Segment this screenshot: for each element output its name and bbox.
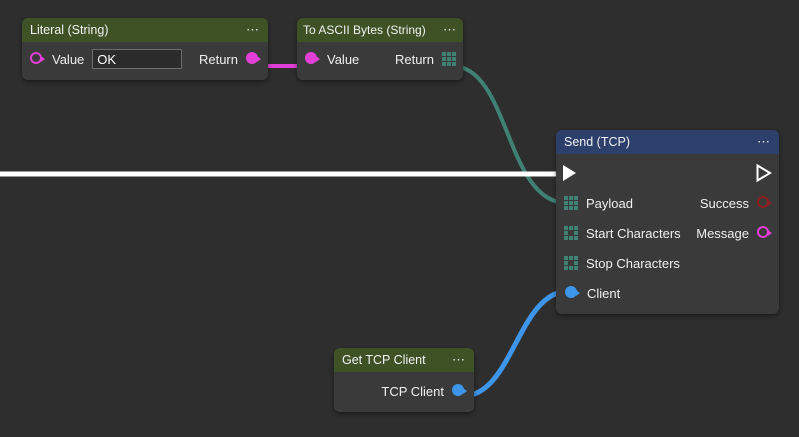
node-header[interactable]: To ASCII Bytes (String) ⋯	[297, 18, 463, 42]
circle-filled-port[interactable]	[452, 384, 467, 398]
more-options-icon[interactable]: ⋯	[452, 352, 466, 367]
node-body: TCP Client	[334, 372, 474, 412]
port-label: Return	[394, 51, 434, 67]
value-input[interactable]	[92, 49, 183, 69]
node-body: Value Return	[297, 42, 463, 80]
port-label: Message	[696, 225, 749, 241]
grid-array-port-hollow[interactable]	[564, 256, 578, 270]
circle-filled-port[interactable]	[565, 286, 580, 300]
node-row: TCP Client	[334, 376, 474, 406]
node-row: Start Characters Message	[556, 218, 779, 248]
node-title: Get TCP Client	[342, 353, 426, 367]
port-label: Stop Characters	[586, 255, 680, 271]
circle-filled-port[interactable]	[305, 52, 320, 66]
port-label: Value	[52, 51, 85, 67]
port-label: Client	[587, 285, 621, 301]
node-title: To ASCII Bytes (String)	[303, 23, 426, 37]
node-header[interactable]: Send (TCP) ⋯	[556, 130, 779, 154]
node-send-tcp[interactable]: Send (TCP) ⋯	[556, 130, 779, 314]
wire-client-to-send	[462, 288, 570, 399]
node-header[interactable]: Literal (String) ⋯	[22, 18, 268, 42]
node-row: Value Return	[22, 44, 268, 74]
more-options-icon[interactable]: ⋯	[443, 22, 457, 37]
grid-array-port-hollow[interactable]	[564, 226, 578, 240]
port-label: Success	[699, 195, 749, 211]
node-row: Value Return	[297, 44, 463, 74]
node-body: Payload Success Start Characters Message	[556, 154, 779, 314]
circle-hollow-port[interactable]	[30, 52, 45, 66]
circle-hollow-port[interactable]	[757, 226, 772, 240]
exec-arrow-hollow-icon[interactable]	[755, 163, 773, 183]
port-label: TCP Client	[381, 383, 444, 399]
node-header[interactable]: Get TCP Client ⋯	[334, 348, 474, 372]
node-exec-row	[556, 158, 779, 188]
node-row: Payload Success	[556, 188, 779, 218]
port-label: Value	[327, 51, 360, 67]
wire-ascii-to-payload	[451, 64, 568, 205]
grid-array-port-filled[interactable]	[564, 196, 578, 210]
more-options-icon[interactable]: ⋯	[246, 22, 260, 37]
node-row: Stop Characters	[556, 248, 779, 278]
node-literal-string[interactable]: Literal (String) ⋯ Value Return	[22, 18, 268, 80]
node-row: Client	[556, 278, 779, 308]
more-options-icon[interactable]: ⋯	[757, 134, 771, 149]
node-title: Literal (String)	[30, 23, 109, 37]
node-title: Send (TCP)	[564, 135, 630, 149]
port-label: Start Characters	[586, 225, 681, 241]
node-to-ascii-bytes-string[interactable]: To ASCII Bytes (String) ⋯ Value Return	[297, 18, 463, 80]
port-label: Return	[198, 51, 238, 67]
node-get-tcp-client[interactable]: Get TCP Client ⋯ TCP Client	[334, 348, 474, 412]
grid-array-port[interactable]	[442, 52, 456, 66]
exec-arrow-filled-icon[interactable]	[561, 163, 579, 183]
port-label: Payload	[586, 195, 633, 211]
circle-filled-port[interactable]	[246, 52, 261, 66]
circle-hollow-port[interactable]	[757, 196, 772, 210]
node-body: Value Return	[22, 42, 268, 80]
